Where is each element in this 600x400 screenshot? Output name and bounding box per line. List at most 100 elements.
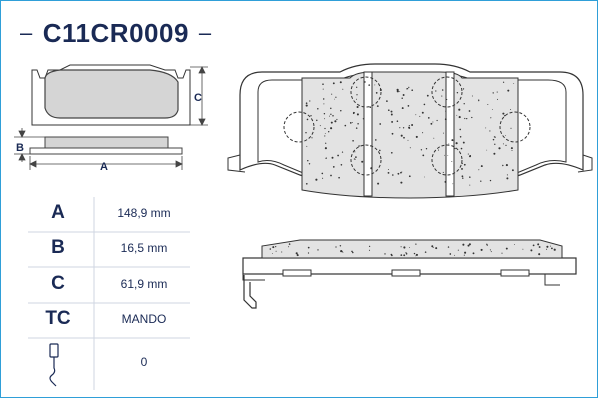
friction-speckle — [485, 127, 487, 129]
friction-speckle — [451, 161, 453, 163]
friction-speckle — [362, 118, 365, 120]
friction-speckle — [413, 252, 416, 255]
friction-speckle — [432, 121, 434, 123]
friction-speckle — [375, 139, 377, 141]
friction-speckle — [310, 115, 312, 117]
friction-speckle — [432, 246, 434, 249]
dimension-a-label: A — [100, 161, 108, 173]
friction-speckle — [349, 122, 352, 124]
friction-speckle — [454, 254, 456, 256]
friction-speckle — [506, 174, 508, 176]
friction-speckle — [403, 254, 406, 257]
friction-speckle — [546, 248, 548, 250]
friction-speckle — [321, 172, 324, 175]
friction-speckle — [351, 250, 353, 253]
friction-speckle — [420, 149, 423, 151]
friction-speckle — [464, 251, 467, 254]
friction-speckle — [324, 135, 326, 137]
friction-speckle — [390, 151, 393, 154]
friction-speckle — [324, 147, 327, 150]
friction-speckle — [340, 109, 342, 112]
friction-speckle — [379, 149, 381, 152]
friction-speckle — [339, 245, 342, 247]
friction-speckle — [498, 147, 501, 150]
friction-speckle — [296, 254, 299, 257]
friction-speckle — [471, 116, 473, 119]
friction-speckle — [403, 136, 405, 139]
friction-speckle — [305, 131, 307, 134]
friction-speckle — [324, 118, 326, 120]
spec-row-a: A 148,9 mm — [22, 198, 202, 228]
friction-speckle — [356, 86, 358, 88]
friction-speckle — [427, 117, 430, 119]
friction-speckle — [486, 244, 488, 246]
friction-speckle — [330, 107, 332, 110]
friction-speckle — [332, 82, 335, 85]
friction-speckle — [449, 253, 452, 255]
friction-speckle — [469, 176, 471, 178]
friction-speckle — [323, 103, 325, 105]
friction-speckle — [352, 112, 355, 115]
page-title: – C11CR0009 – — [20, 18, 212, 48]
friction-speckle — [426, 94, 429, 97]
friction-speckle — [546, 245, 549, 248]
friction-speckle — [433, 137, 435, 139]
friction-speckle — [460, 147, 463, 150]
friction-speckle — [423, 103, 426, 106]
friction-speckle — [357, 123, 359, 125]
friction-speckle — [505, 164, 508, 167]
spec-row-c: C 61,9 mm — [22, 269, 202, 299]
dimension-b-line — [14, 128, 45, 162]
friction-speckle — [489, 179, 492, 182]
friction-speckle — [396, 88, 399, 91]
friction-speckle — [494, 136, 496, 138]
friction-speckle — [402, 94, 405, 96]
friction-speckle — [390, 113, 393, 116]
friction-speckle — [408, 127, 411, 129]
friction-speckle — [478, 99, 480, 100]
friction-speckle — [501, 252, 503, 254]
friction-speckle — [370, 167, 373, 170]
friction-speckle — [324, 133, 326, 134]
friction-speckle — [505, 135, 507, 136]
friction-speckle — [451, 139, 454, 142]
friction-speckle — [338, 176, 340, 179]
friction-speckle — [425, 148, 428, 150]
friction-speckle — [513, 83, 515, 84]
dimension-c-line — [190, 66, 208, 126]
friction-speckle — [407, 105, 410, 107]
friction-speckle — [386, 100, 388, 102]
friction-speckle — [490, 117, 492, 119]
friction-speckle — [322, 177, 324, 179]
friction-speckle — [322, 83, 324, 85]
friction-speckle — [468, 155, 472, 158]
friction-speckle — [334, 98, 335, 100]
friction-speckle — [353, 158, 356, 160]
friction-speckle — [403, 246, 406, 249]
friction-speckle — [400, 134, 403, 137]
friction-speckle — [319, 125, 321, 127]
spec-key: C — [51, 273, 65, 294]
friction-speckle — [466, 117, 468, 120]
spec-key: TC — [45, 308, 71, 329]
friction-speckle — [507, 89, 510, 92]
friction-speckle — [341, 151, 344, 153]
friction-speckle — [444, 154, 445, 156]
friction-speckle — [332, 115, 334, 117]
friction-speckle — [447, 246, 450, 248]
friction-speckle — [437, 149, 440, 151]
friction-speckle — [462, 88, 465, 90]
friction-speckle — [408, 86, 410, 88]
pad-side-view — [29, 136, 183, 155]
friction-speckle — [368, 249, 371, 251]
friction-speckle — [411, 124, 414, 126]
friction-speckle — [408, 175, 411, 178]
friction-speckle — [459, 128, 461, 131]
friction-speckle — [490, 251, 492, 253]
friction-speckle — [422, 154, 425, 157]
friction-speckle — [532, 244, 535, 247]
friction-speckle — [309, 100, 311, 102]
friction-speckle — [454, 147, 456, 150]
pad-friction-area — [44, 69, 179, 119]
spec-value: 148,9 mm — [117, 206, 171, 220]
